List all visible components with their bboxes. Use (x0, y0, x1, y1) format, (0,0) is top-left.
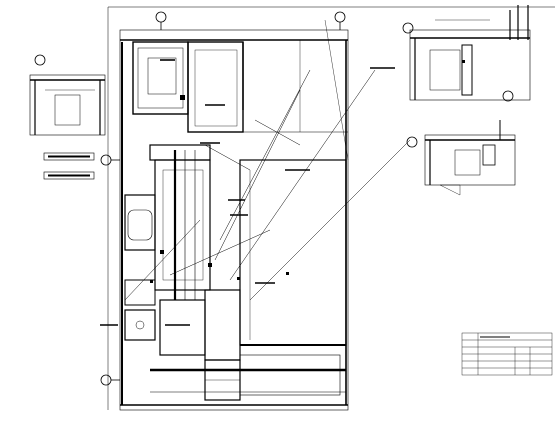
right-mid-detail (406, 120, 516, 196)
gridline-marker-left-detail (34, 54, 46, 66)
diagonal-leaders (124, 69, 411, 301)
legend-box-2 (43, 171, 95, 180)
legend-box-1 (43, 152, 95, 161)
title-block (461, 332, 553, 376)
main-plan-outline (119, 29, 349, 411)
gridline-marker-right-mid (502, 90, 514, 102)
gridline-marker-right-lower (406, 136, 418, 148)
right-top-detail (402, 5, 531, 102)
fixture-marks (150, 60, 465, 283)
gridline-markers (100, 11, 346, 386)
gridline-marker-top-left (155, 11, 167, 23)
gridline-marker-mid-left (100, 154, 112, 166)
gridline-marker-bottom-left (100, 374, 112, 386)
left-detail (29, 54, 106, 180)
gridline-marker-right-top (402, 22, 414, 34)
gridline-marker-top-right (334, 11, 346, 23)
annotation-tags (100, 59, 395, 326)
